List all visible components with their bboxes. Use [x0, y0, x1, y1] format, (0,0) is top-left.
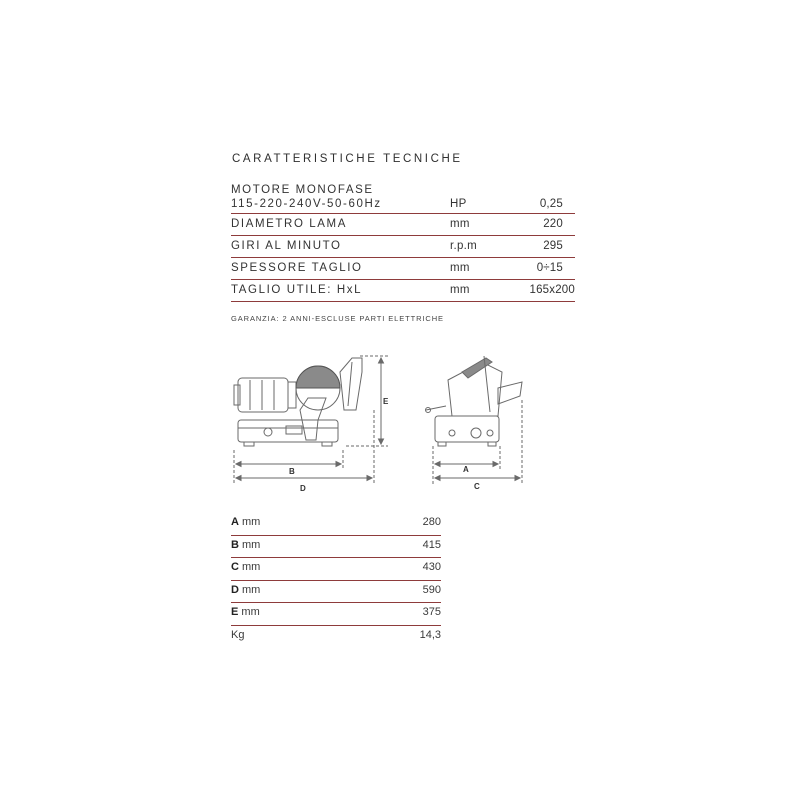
spec-row-blade-diameter: DIAMETRO LAMA mm 220: [231, 214, 575, 236]
section-title: CARATTERISTICHE TECNICHE: [232, 153, 463, 165]
dim-value: 415: [422, 538, 441, 551]
spec-value: 0÷15: [536, 262, 563, 274]
spec-label: TAGLIO UTILE: HxL: [231, 284, 363, 296]
knob: [448, 429, 456, 437]
dim-unit: mm: [238, 516, 261, 528]
spec-label: DIAMETRO LAMA: [231, 218, 348, 230]
weight-label: Kg: [231, 628, 245, 641]
dim-key: E mm: [231, 606, 260, 618]
dim-row-e: E mm 375: [231, 603, 441, 626]
pusher-arm: [483, 355, 491, 413]
dim-key: D mm: [231, 584, 260, 596]
spec-label-sub: 115-220-240V-50-60Hz: [231, 198, 382, 210]
carriage-tray: [339, 357, 363, 411]
motor-housing: [237, 377, 289, 413]
dim-key: B mm: [231, 539, 260, 551]
spec-value: 220: [543, 218, 563, 230]
knob: [263, 427, 273, 437]
dim-arrows: [433, 474, 522, 482]
dim-letter: C: [231, 561, 239, 573]
spec-value: 165x200: [529, 284, 575, 296]
dim-value: 430: [422, 561, 441, 573]
front-guard: [461, 357, 493, 379]
dim-arrows: [234, 474, 374, 482]
machine-base: [237, 419, 339, 443]
motor-flange: [287, 381, 297, 409]
dim-key: C mm: [231, 561, 260, 573]
knob: [470, 427, 482, 439]
dim-label-b: B: [289, 467, 295, 476]
dim-row-d: D mm 590: [231, 581, 441, 603]
front-view-drawing: [425, 355, 523, 484]
dim-unit: mm: [238, 583, 261, 596]
dim-unit: mm: [238, 606, 260, 618]
knob: [486, 429, 494, 437]
spec-label: GIRI AL MINUTO: [231, 240, 342, 252]
dim-label-c: C: [474, 482, 480, 491]
spec-label: SPESSORE TAGLIO: [231, 262, 363, 274]
switch-panel: [285, 425, 303, 435]
foot: [321, 441, 333, 447]
dim-unit: mm: [238, 538, 261, 551]
dim-arrows: [234, 460, 343, 468]
dim-row-weight: Kg 14,3: [231, 626, 441, 648]
spec-unit: mm: [450, 218, 470, 230]
side-view-drawing: [233, 355, 388, 484]
foot: [487, 441, 497, 447]
dim-arrows: [377, 356, 385, 446]
spec-row-cut-thickness: SPESSORE TAGLIO mm 0÷15: [231, 258, 575, 280]
dim-label-d: D: [300, 484, 306, 493]
dim-label-e: E: [383, 397, 389, 406]
tray-edge: [347, 361, 353, 407]
handle: [425, 405, 447, 411]
motor-cap: [233, 384, 241, 406]
dim-row-a: A mm 280: [231, 513, 441, 536]
dim-value: 375: [422, 606, 441, 618]
spec-row-useful-cut: TAGLIO UTILE: HxL mm 165x200: [231, 280, 575, 302]
spec-unit: HP: [450, 198, 467, 210]
dim-arrows: [433, 460, 500, 468]
support-column: [299, 397, 327, 441]
dim-value: 590: [422, 583, 441, 596]
warranty-note: GARANZIA: 2 ANNI-ESCLUSE PARTI ELETTRICH…: [231, 314, 444, 323]
dim-value: 280: [422, 516, 441, 528]
dim-row-b: B mm 415: [231, 536, 441, 558]
spec-unit: mm: [450, 284, 470, 296]
front-base: [434, 415, 500, 443]
dimensions-table: A mm 280 B mm 415 C mm 430 D mm 590 E mm…: [231, 513, 441, 647]
front-tray: [497, 381, 523, 405]
spec-value: 0,25: [539, 198, 563, 210]
spec-row-motor: MOTORE MONOFASE 115-220-240V-50-60Hz HP …: [231, 183, 575, 214]
blade-guard: [295, 365, 341, 389]
dim-key: A mm: [231, 516, 260, 528]
spec-unit: mm: [450, 262, 470, 274]
dim-row-c: C mm 430: [231, 558, 441, 581]
dim-letter: E: [231, 606, 239, 618]
spec-unit: r.p.m: [450, 240, 478, 252]
dim-label-a: A: [463, 465, 469, 474]
handle-knob: [425, 407, 431, 413]
dim-letter: A: [231, 516, 239, 528]
dim-unit: mm: [238, 561, 261, 573]
spec-table: MOTORE MONOFASE 115-220-240V-50-60Hz HP …: [231, 183, 575, 302]
spec-row-rpm: GIRI AL MINUTO r.p.m 295: [231, 236, 575, 258]
spec-label: MOTORE MONOFASE: [231, 184, 374, 196]
weight-value: 14,3: [419, 628, 441, 641]
foot: [243, 441, 255, 447]
dim-letter: B: [231, 538, 239, 551]
spec-value: 295: [543, 240, 563, 252]
dim-letter: D: [231, 583, 239, 596]
foot: [437, 441, 447, 447]
